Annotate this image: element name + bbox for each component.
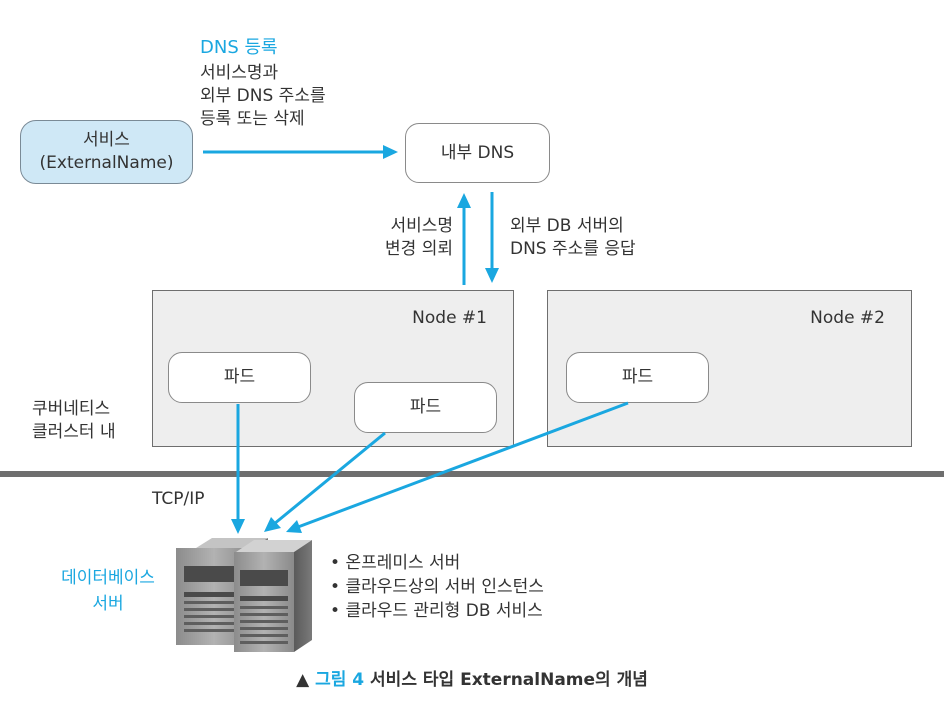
cluster-label-line: 쿠버네티스 — [32, 399, 111, 419]
cluster-label-line: 클러스터 내 — [32, 422, 116, 442]
service-box-title: 서비스 — [83, 130, 130, 150]
node-2-label: Node #2 — [810, 308, 885, 328]
service-name-request-label: 서비스명 변경 의뢰 — [355, 215, 453, 261]
internal-dns-label: 내부 DNS — [440, 142, 515, 163]
service-box-type: (ExternalName) — [39, 153, 174, 173]
service-externalname-box[interactable]: 서비스 (ExternalName) — [20, 120, 193, 184]
dns-response-label: 외부 DB 서버의 DNS 주소를 응답 — [510, 215, 636, 261]
database-option: 클라우드상의 서버 인스턴스 — [330, 575, 544, 599]
database-options-list: 온프레미스 서버 클라우드상의 서버 인스턴스 클라우드 관리형 DB 서비스 — [330, 551, 544, 623]
dns-registration-arrow — [203, 145, 398, 159]
node-1-label: Node #1 — [412, 308, 487, 328]
dns-registration-line: 등록 또는 삭제 — [200, 109, 305, 129]
dns-registration-line: 서비스명과 — [200, 63, 279, 83]
pod-label: 파드 — [409, 397, 442, 417]
pod-label: 파드 — [621, 367, 654, 387]
pod-box[interactable]: 파드 — [566, 352, 709, 403]
request-arrow-up — [457, 193, 471, 285]
cluster-boundary-divider — [0, 471, 944, 477]
caption-marker: ▲ — [296, 670, 310, 690]
pod-db-arrow — [264, 431, 386, 532]
caption-figure-number: 그림 4 — [315, 670, 365, 690]
response-label-line: 외부 DB 서버의 — [510, 216, 624, 236]
request-label-line: 서비스명 — [390, 216, 453, 236]
pod-db-arrow — [231, 404, 245, 534]
caption-text: 서비스 타입 ExternalName의 개념 — [370, 670, 648, 690]
tcp-ip-label: TCP/IP — [152, 489, 205, 509]
pod-label: 파드 — [223, 367, 256, 387]
database-option: 온프레미스 서버 — [330, 551, 544, 575]
response-arrow-down — [485, 192, 499, 283]
dns-registration-line: 외부 DNS 주소를 — [200, 86, 326, 106]
pod-db-arrow — [286, 401, 629, 533]
database-server-label: 데이터베이스 서버 — [38, 565, 178, 617]
kubernetes-cluster-label: 쿠버네티스 클러스터 내 — [32, 398, 116, 444]
database-server-icon — [176, 538, 312, 652]
dns-registration-title: DNS 등록 — [200, 37, 278, 58]
database-option: 클라우드 관리형 DB 서비스 — [330, 599, 544, 623]
pod-box[interactable]: 파드 — [354, 382, 497, 433]
figure-caption: ▲ 그림 4 서비스 타입 ExternalName의 개념 — [0, 665, 944, 690]
request-label-line: 변경 의뢰 — [385, 239, 453, 259]
internal-dns-box[interactable]: 내부 DNS — [405, 123, 550, 183]
dns-registration-description: 서비스명과 외부 DNS 주소를 등록 또는 삭제 — [200, 62, 326, 131]
database-label-line: 데이터베이스 — [61, 568, 155, 588]
pod-box[interactable]: 파드 — [168, 352, 311, 403]
database-label-line: 서버 — [92, 594, 124, 614]
response-label-line: DNS 주소를 응답 — [510, 239, 636, 259]
